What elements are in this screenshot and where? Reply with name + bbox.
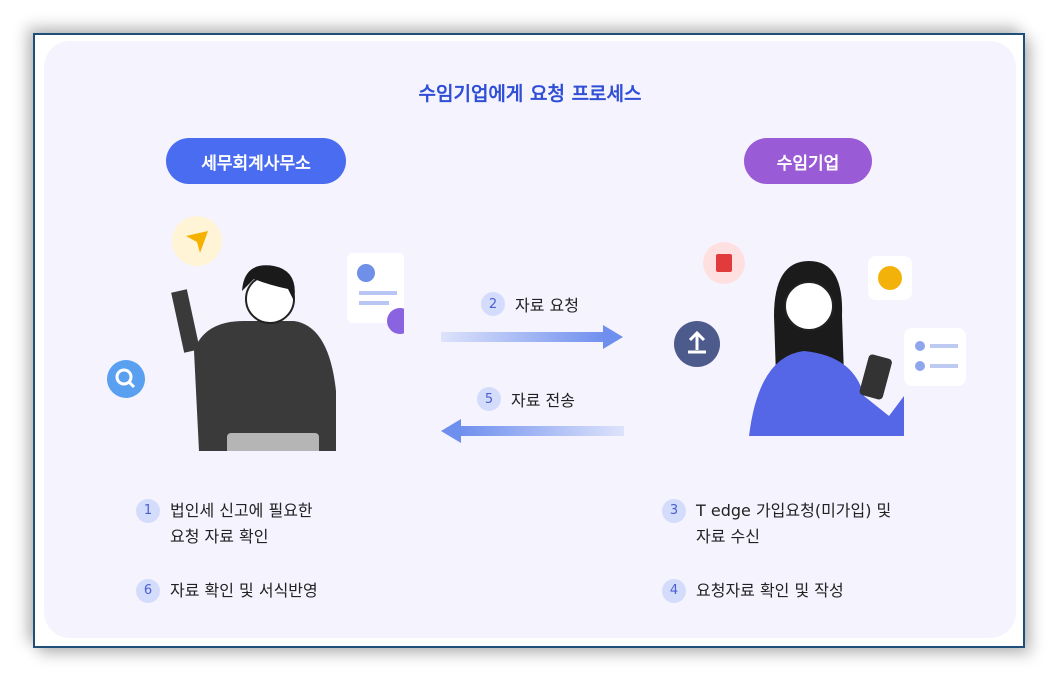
arrow-text: 자료 전송 [511,391,575,410]
step-text: 요청 자료 확인 [170,527,269,546]
diagram-title: 수임기업에게 요청 프로세스 [418,83,642,105]
step-number: 4 [662,579,686,603]
step-4: 4 요청자료 확인 및 작성 [662,578,844,604]
arrow-left-icon [441,419,624,443]
accountant-illustration [107,216,404,451]
step-6: 6 자료 확인 및 서식반영 [136,578,318,604]
step-number: 6 [136,579,160,603]
step-text: 자료 확인 및 서식반영 [170,581,318,600]
arrow-label-send: 5 자료 전송 [477,387,575,411]
step-number: 1 [136,499,160,523]
arrow-right-icon [441,325,623,349]
arrow-text: 자료 요청 [515,296,579,315]
client-illustration [674,242,966,436]
step-text: 자료 수신 [696,527,760,546]
step-number: 2 [481,292,505,316]
step-text: T edge 가입요청(미가입) 및 [696,501,892,520]
step-number: 3 [662,499,686,523]
tax-office-label: 세무회계사무소 [166,138,346,184]
step-text: 법인세 신고에 필요한 [170,501,313,520]
diagram-frame: 수임기업에게 요청 프로세스 세무회계사무소 수임기업 2 자료 요청 5 자료 전… [33,33,1025,648]
arrow-label-request: 2 자료 요청 [481,292,579,316]
process-card: 수임기업에게 요청 프로세스 세무회계사무소 수임기업 2 자료 요청 5 자료 전… [44,41,1016,638]
step-number: 5 [477,387,501,411]
client-company-label: 수임기업 [744,138,872,184]
step-text: 요청자료 확인 및 작성 [696,581,844,600]
